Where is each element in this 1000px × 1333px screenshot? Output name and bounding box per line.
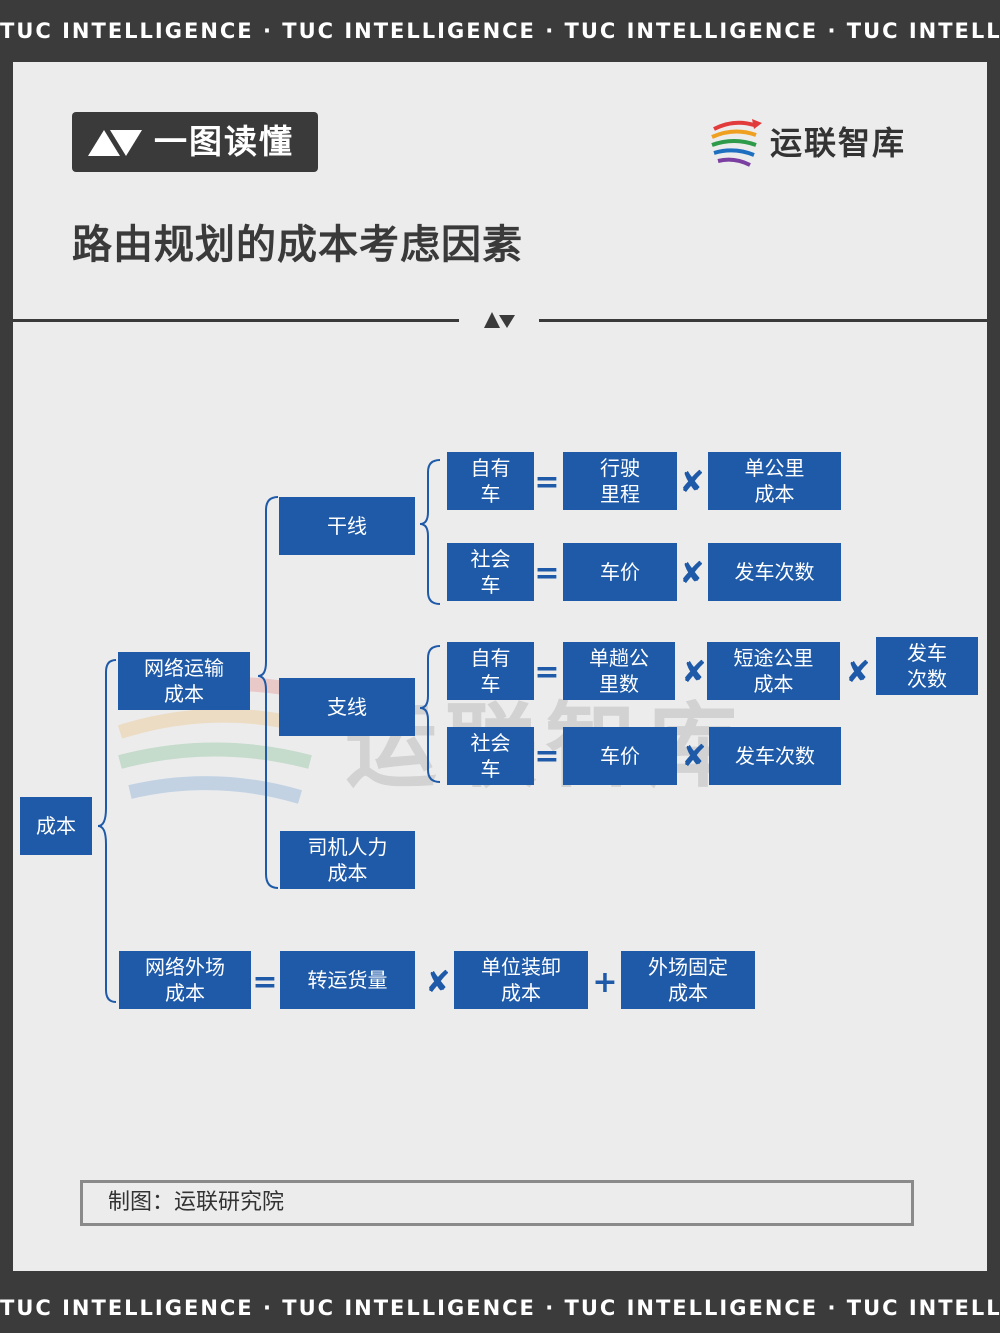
multiply-operator: ✘ <box>679 465 705 500</box>
logo-mark-icon <box>711 119 762 167</box>
network-transport-cost-box: 网络运输 成本 <box>118 652 250 710</box>
single-trip-mileage-box: 单趟公 里数 <box>563 642 675 700</box>
dispatch-count-trunk-box: 发车次数 <box>708 543 841 601</box>
own-vehicle-trunk-box: 自有 车 <box>447 452 534 510</box>
multiply-operator: ✘ <box>845 655 871 690</box>
top-banner: TUC INTELLIGENCE · TUC INTELLIGENCE · TU… <box>0 19 1000 43</box>
own-vehicle-branch-box: 自有 车 <box>447 642 534 700</box>
social-vehicle-trunk-box: 社会 车 <box>447 543 534 601</box>
multiply-operator: ✘ <box>681 739 707 774</box>
vehicle-price-trunk-box: 车价 <box>563 543 677 601</box>
driver-labor-cost-box: 司机人力 成本 <box>280 831 415 889</box>
bottom-banner: TUC INTELLIGENCE · TUC INTELLIGENCE · TU… <box>0 1296 1000 1320</box>
multiply-operator: ✘ <box>681 655 707 690</box>
dispatch-count-branch-social-box: 发车次数 <box>709 727 841 785</box>
transfer-volume-box: 转运货量 <box>280 951 415 1009</box>
page-title: 路由规划的成本考虑因素 <box>72 222 523 268</box>
triangles-icon <box>88 130 142 156</box>
equals-operator: = <box>534 556 560 591</box>
equals-operator: = <box>534 739 560 774</box>
badge-label: 一图读懂 <box>154 122 294 161</box>
travel-mileage-box: 行驶 里程 <box>563 452 677 510</box>
badge: 一图读懂 <box>72 112 318 172</box>
credit-box: 制图：运联研究院 <box>80 1180 914 1226</box>
short-haul-km-cost-box: 短途公里 成本 <box>707 642 840 700</box>
plus-operator: + <box>592 965 618 1000</box>
per-km-cost-box: 单公里 成本 <box>708 452 841 510</box>
social-vehicle-branch-box: 社会 车 <box>447 727 534 785</box>
equals-operator: = <box>252 965 278 1000</box>
unit-handling-cost-box: 单位装卸 成本 <box>454 951 588 1009</box>
network-outfield-cost-box: 网络外场 成本 <box>119 951 251 1009</box>
dispatch-count-branch-own-box: 发车 次数 <box>876 637 978 695</box>
branch-line-box: 支线 <box>279 678 415 736</box>
equals-operator: = <box>534 655 560 690</box>
trunk-line-box: 干线 <box>279 497 415 555</box>
multiply-operator: ✘ <box>679 556 705 591</box>
multiply-operator: ✘ <box>425 965 451 1000</box>
divider-triangles-icon <box>484 312 515 328</box>
divider-right <box>539 319 987 322</box>
vehicle-price-branch-box: 车价 <box>563 727 677 785</box>
logo-text: 运联智库 <box>770 124 907 162</box>
equals-operator: = <box>534 465 560 500</box>
brand-logo: 运联智库 <box>708 115 938 175</box>
cost-root-box: 成本 <box>20 797 92 855</box>
outfield-fixed-cost-box: 外场固定 成本 <box>621 951 755 1009</box>
credit-text: 制图：运联研究院 <box>108 1190 285 1215</box>
divider-left <box>13 319 459 322</box>
